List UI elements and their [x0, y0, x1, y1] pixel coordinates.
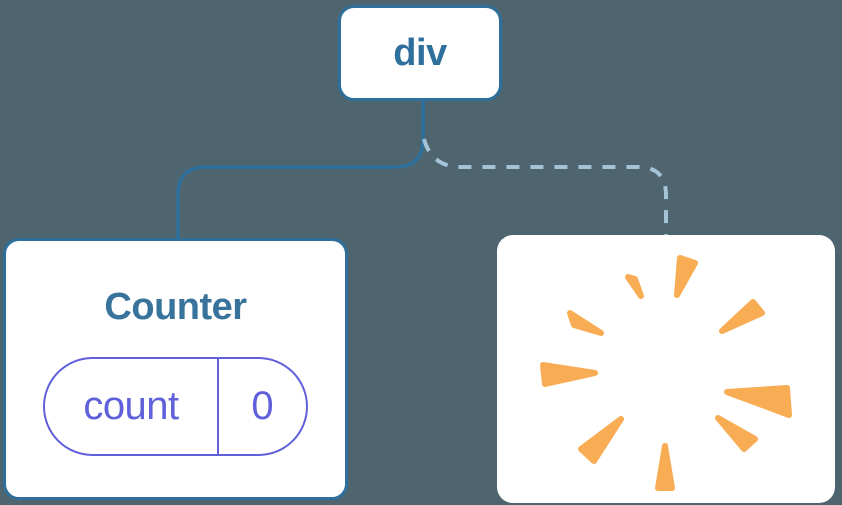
poof-ray — [578, 416, 624, 464]
state-pill: count 0 — [43, 357, 308, 456]
edge-dashed-to-destroyed — [422, 138, 668, 236]
poof-ray — [625, 274, 644, 299]
poof-ray — [540, 362, 598, 387]
tree-node-destroyed — [497, 235, 835, 503]
div-node-label: div — [393, 31, 447, 74]
poof-icon — [540, 255, 792, 491]
poof-ray — [655, 443, 675, 491]
state-key: count — [83, 384, 179, 428]
poof-ray — [719, 299, 765, 334]
poof-ray — [724, 385, 792, 418]
state-value: 0 — [217, 359, 306, 454]
poof-ray — [674, 255, 698, 298]
edge-solid-to-counter — [176, 101, 425, 238]
tree-node-div: div — [338, 5, 502, 101]
counter-title: Counter — [104, 286, 247, 328]
tree-node-counter: Counter count 0 — [3, 238, 348, 500]
poof-ray — [567, 310, 604, 336]
poof-ray — [715, 415, 758, 452]
